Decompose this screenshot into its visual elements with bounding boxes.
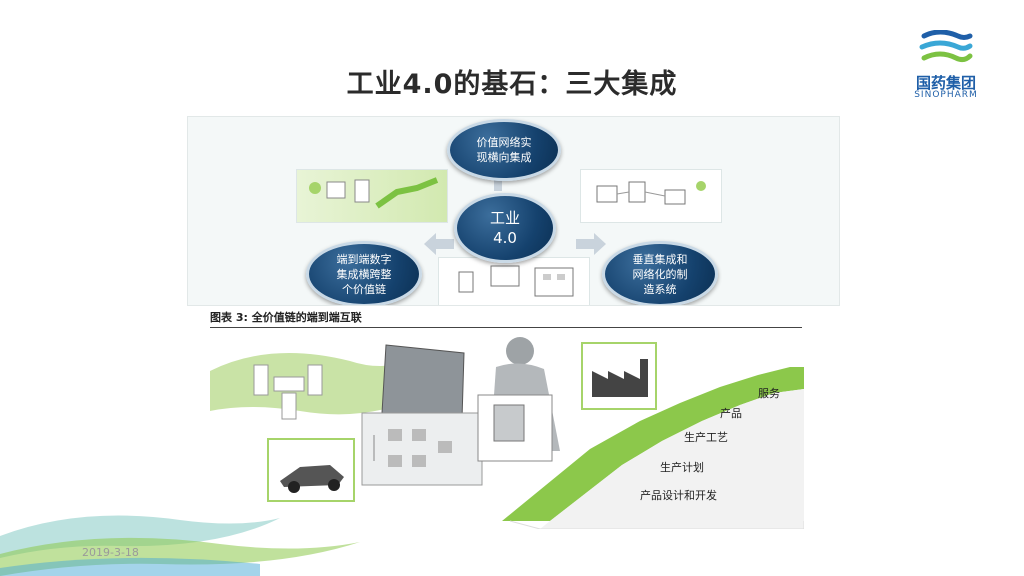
figure-caption: 图表 3: 全价值链的端到端互联 [210, 309, 362, 325]
vertical-integration-label: 垂直集成和 网络化的制 造系统 [633, 252, 688, 297]
bottom-process-thumbnail [438, 257, 590, 306]
end-to-end-integration-label: 端到端数字 集成横跨整 个价值链 [337, 252, 392, 297]
gripper-left-arm [254, 365, 268, 395]
logo-name-en: SINOPHARM [904, 90, 988, 100]
stage-label-product: 产品 [720, 405, 742, 421]
flow-node [388, 429, 402, 441]
stage-label-product-design: 产品设计和开发 [640, 487, 717, 503]
slide-title: 工业4.0的基石：三大集成 [0, 62, 1024, 101]
left-process-thumbnail [296, 169, 448, 223]
industry-4-center-circle: 工业 4.0 [454, 193, 556, 263]
process-flow-box [362, 413, 482, 485]
flow-node [412, 455, 426, 467]
slide-date: 2019-3-18 [82, 546, 139, 559]
footer-wave-decoration [0, 498, 400, 576]
race-car-wheel [288, 481, 300, 493]
stage-label-service: 服务 [758, 385, 780, 401]
horizontal-integration-label: 价值网络实 现横向集成 [477, 135, 532, 165]
industry-4-label: 工业 4.0 [490, 208, 520, 248]
stage-label-production-plan: 生产计划 [660, 459, 704, 475]
horizontal-integration-circle: 价值网络实 现横向集成 [447, 119, 561, 181]
gripper-body [274, 377, 304, 391]
stage-label-production-process: 生产工艺 [684, 429, 728, 445]
gripper-right-arm [308, 365, 322, 395]
race-car-wheel [328, 479, 340, 491]
right-arrow-icon [576, 233, 606, 255]
flow-node [438, 441, 452, 453]
vertical-integration-circle: 垂直集成和 网络化的制 造系统 [602, 241, 718, 306]
person-head [506, 337, 534, 365]
value-chain-figure: 图表 3: 全价值链的端到端互联 [210, 309, 804, 529]
flow-node [388, 455, 402, 467]
logo-waves-icon [918, 30, 974, 70]
caption-divider [210, 327, 802, 328]
monitor-screen [382, 345, 464, 419]
left-arrow-icon [424, 233, 454, 255]
machine-icon [494, 405, 524, 441]
sinopharm-logo: 国药集团 SINOPHARM [904, 30, 988, 102]
flow-node [412, 429, 426, 441]
end-to-end-integration-circle: 端到端数字 集成横跨整 个价值链 [306, 241, 422, 306]
three-integrations-diagram: 价值网络实 现横向集成 工业 4.0 端到端数字 集成横跨整 个价值链 垂直集成… [187, 116, 840, 306]
right-process-thumbnail [580, 169, 722, 223]
gripper-joint [282, 393, 296, 419]
